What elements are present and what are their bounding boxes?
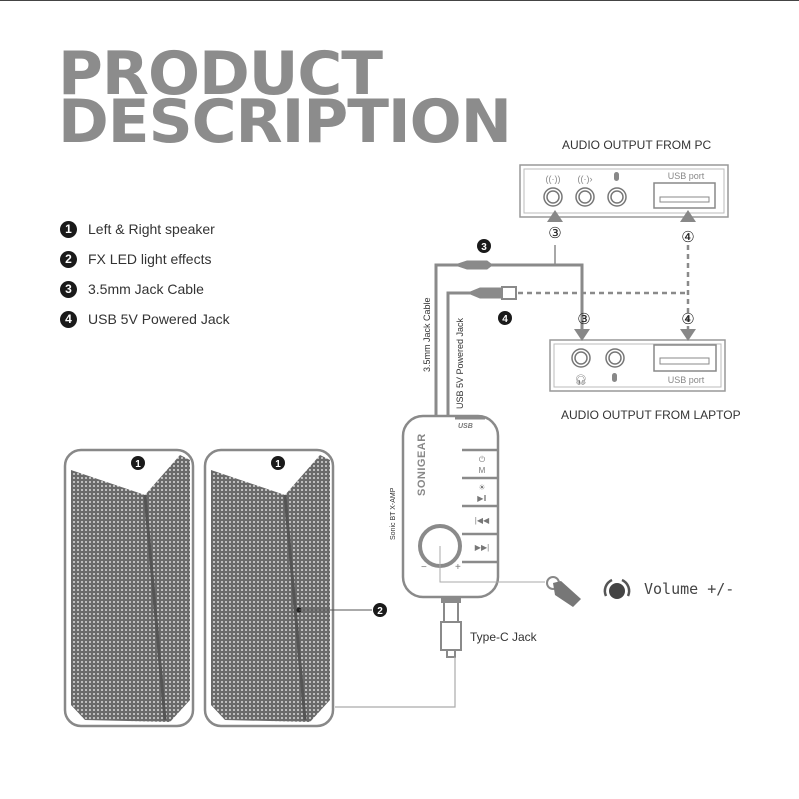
arrows <box>547 210 696 341</box>
top-border <box>0 0 799 1</box>
pc-panel: AUDIO OUTPUT FROM PC ((·)) ((·)› USB por… <box>519 138 729 218</box>
laptop-panel: 🎧︎ USB port AUDIO OUTPUT FROM LAPTOP <box>549 339 741 422</box>
usb-plug <box>466 287 503 299</box>
legend-item: 4 USB 5V Powered Jack <box>60 304 230 334</box>
mode-button[interactable]: M <box>479 466 486 475</box>
model-label: Sonic BT X-AMP <box>390 487 397 540</box>
headphone-jack <box>571 348 591 368</box>
legend-label: Left & Right speaker <box>88 221 215 237</box>
circled-number: ③ <box>548 225 561 242</box>
number-badge: 3 <box>481 242 487 253</box>
legend: 1 Left & Right speaker 2 FX LED light effe… <box>60 214 230 334</box>
pc-usb-label: USB port <box>668 171 705 181</box>
power-icon[interactable]: ⏻ <box>479 455 486 464</box>
circled-number: ③ <box>577 311 590 328</box>
number-badge: 4 <box>502 314 508 325</box>
controller: USB ⏻ M ☀ ▶︎‖ |◀◀ ▶▶| − + SONIGEAR Sonic… <box>390 414 500 599</box>
arrow-up-icon <box>547 210 563 222</box>
legend-label: FX LED light effects <box>88 251 212 267</box>
speaker-right: 1 <box>203 448 335 728</box>
page-title-line1: PRODUCT <box>58 39 383 109</box>
legend-item: 2 FX LED light effects <box>60 244 230 274</box>
mic-jack <box>607 187 627 207</box>
number-badge: 1 <box>275 459 281 470</box>
jack-plug <box>453 260 514 270</box>
usb-cable-label: USB 5V Powered Jack <box>455 317 465 409</box>
plus-label: + <box>455 562 461 573</box>
arrow-up-icon <box>680 210 696 222</box>
arrow-down-icon <box>680 329 696 341</box>
legend-label: USB 5V Powered Jack <box>88 311 230 327</box>
usb-mark: USB <box>458 423 473 430</box>
number-badge: 2 <box>377 606 383 617</box>
usb-cable <box>446 245 690 415</box>
page-title-line2: DESCRIPTION <box>58 87 512 157</box>
headphone-icon: 🎧︎ <box>575 374 588 386</box>
circled-number: ④ <box>681 311 694 328</box>
mic-icon <box>614 172 619 181</box>
number-badge: 4 <box>60 310 77 328</box>
jack-cable-label: 3.5mm Jack Cable <box>422 297 432 372</box>
number-badge: 3 <box>60 280 77 298</box>
speaker-out-icon: ((·)) <box>546 174 561 184</box>
number-badge: 1 <box>60 220 77 238</box>
laptop-usb-port <box>653 344 717 372</box>
light-icon[interactable]: ☀ <box>478 483 485 492</box>
touch-hand-icon <box>546 576 581 607</box>
circled-number: ④ <box>681 229 694 246</box>
previous-icon[interactable]: |◀◀ <box>475 516 490 525</box>
mic-icon <box>612 373 617 382</box>
typec-label: Type-C Jack <box>470 630 538 644</box>
line-in-jack <box>575 187 595 207</box>
mic-jack <box>605 348 625 368</box>
play-pause-icon[interactable]: ▶︎‖ <box>477 494 486 503</box>
next-icon[interactable]: ▶▶| <box>475 543 489 552</box>
laptop-heading: AUDIO OUTPUT FROM LAPTOP <box>561 408 741 422</box>
number-badge: 1 <box>135 459 141 470</box>
number-badge: 2 <box>60 250 77 268</box>
brand-logo: SONIGEAR <box>416 433 428 496</box>
legend-label: 3.5mm Jack Cable <box>88 281 204 297</box>
pc-heading: AUDIO OUTPUT FROM PC <box>562 138 711 152</box>
minus-label: − <box>421 562 427 573</box>
laptop-usb-label: USB port <box>668 375 705 385</box>
jack-cable <box>434 245 584 415</box>
arrow-down-icon <box>574 329 590 341</box>
speaker-left: 1 <box>63 448 195 728</box>
legend-item: 1 Left & Right speaker <box>60 214 230 244</box>
legend-item: 3 3.5mm Jack Cable <box>60 274 230 304</box>
volume-label: Volume +/- <box>644 580 734 598</box>
line-out-jack <box>543 187 563 207</box>
rotate-knob-icon <box>603 578 631 599</box>
typec-connector <box>440 596 462 658</box>
pc-usb-port <box>653 182 716 209</box>
line-in-icon: ((·)› <box>578 174 593 184</box>
